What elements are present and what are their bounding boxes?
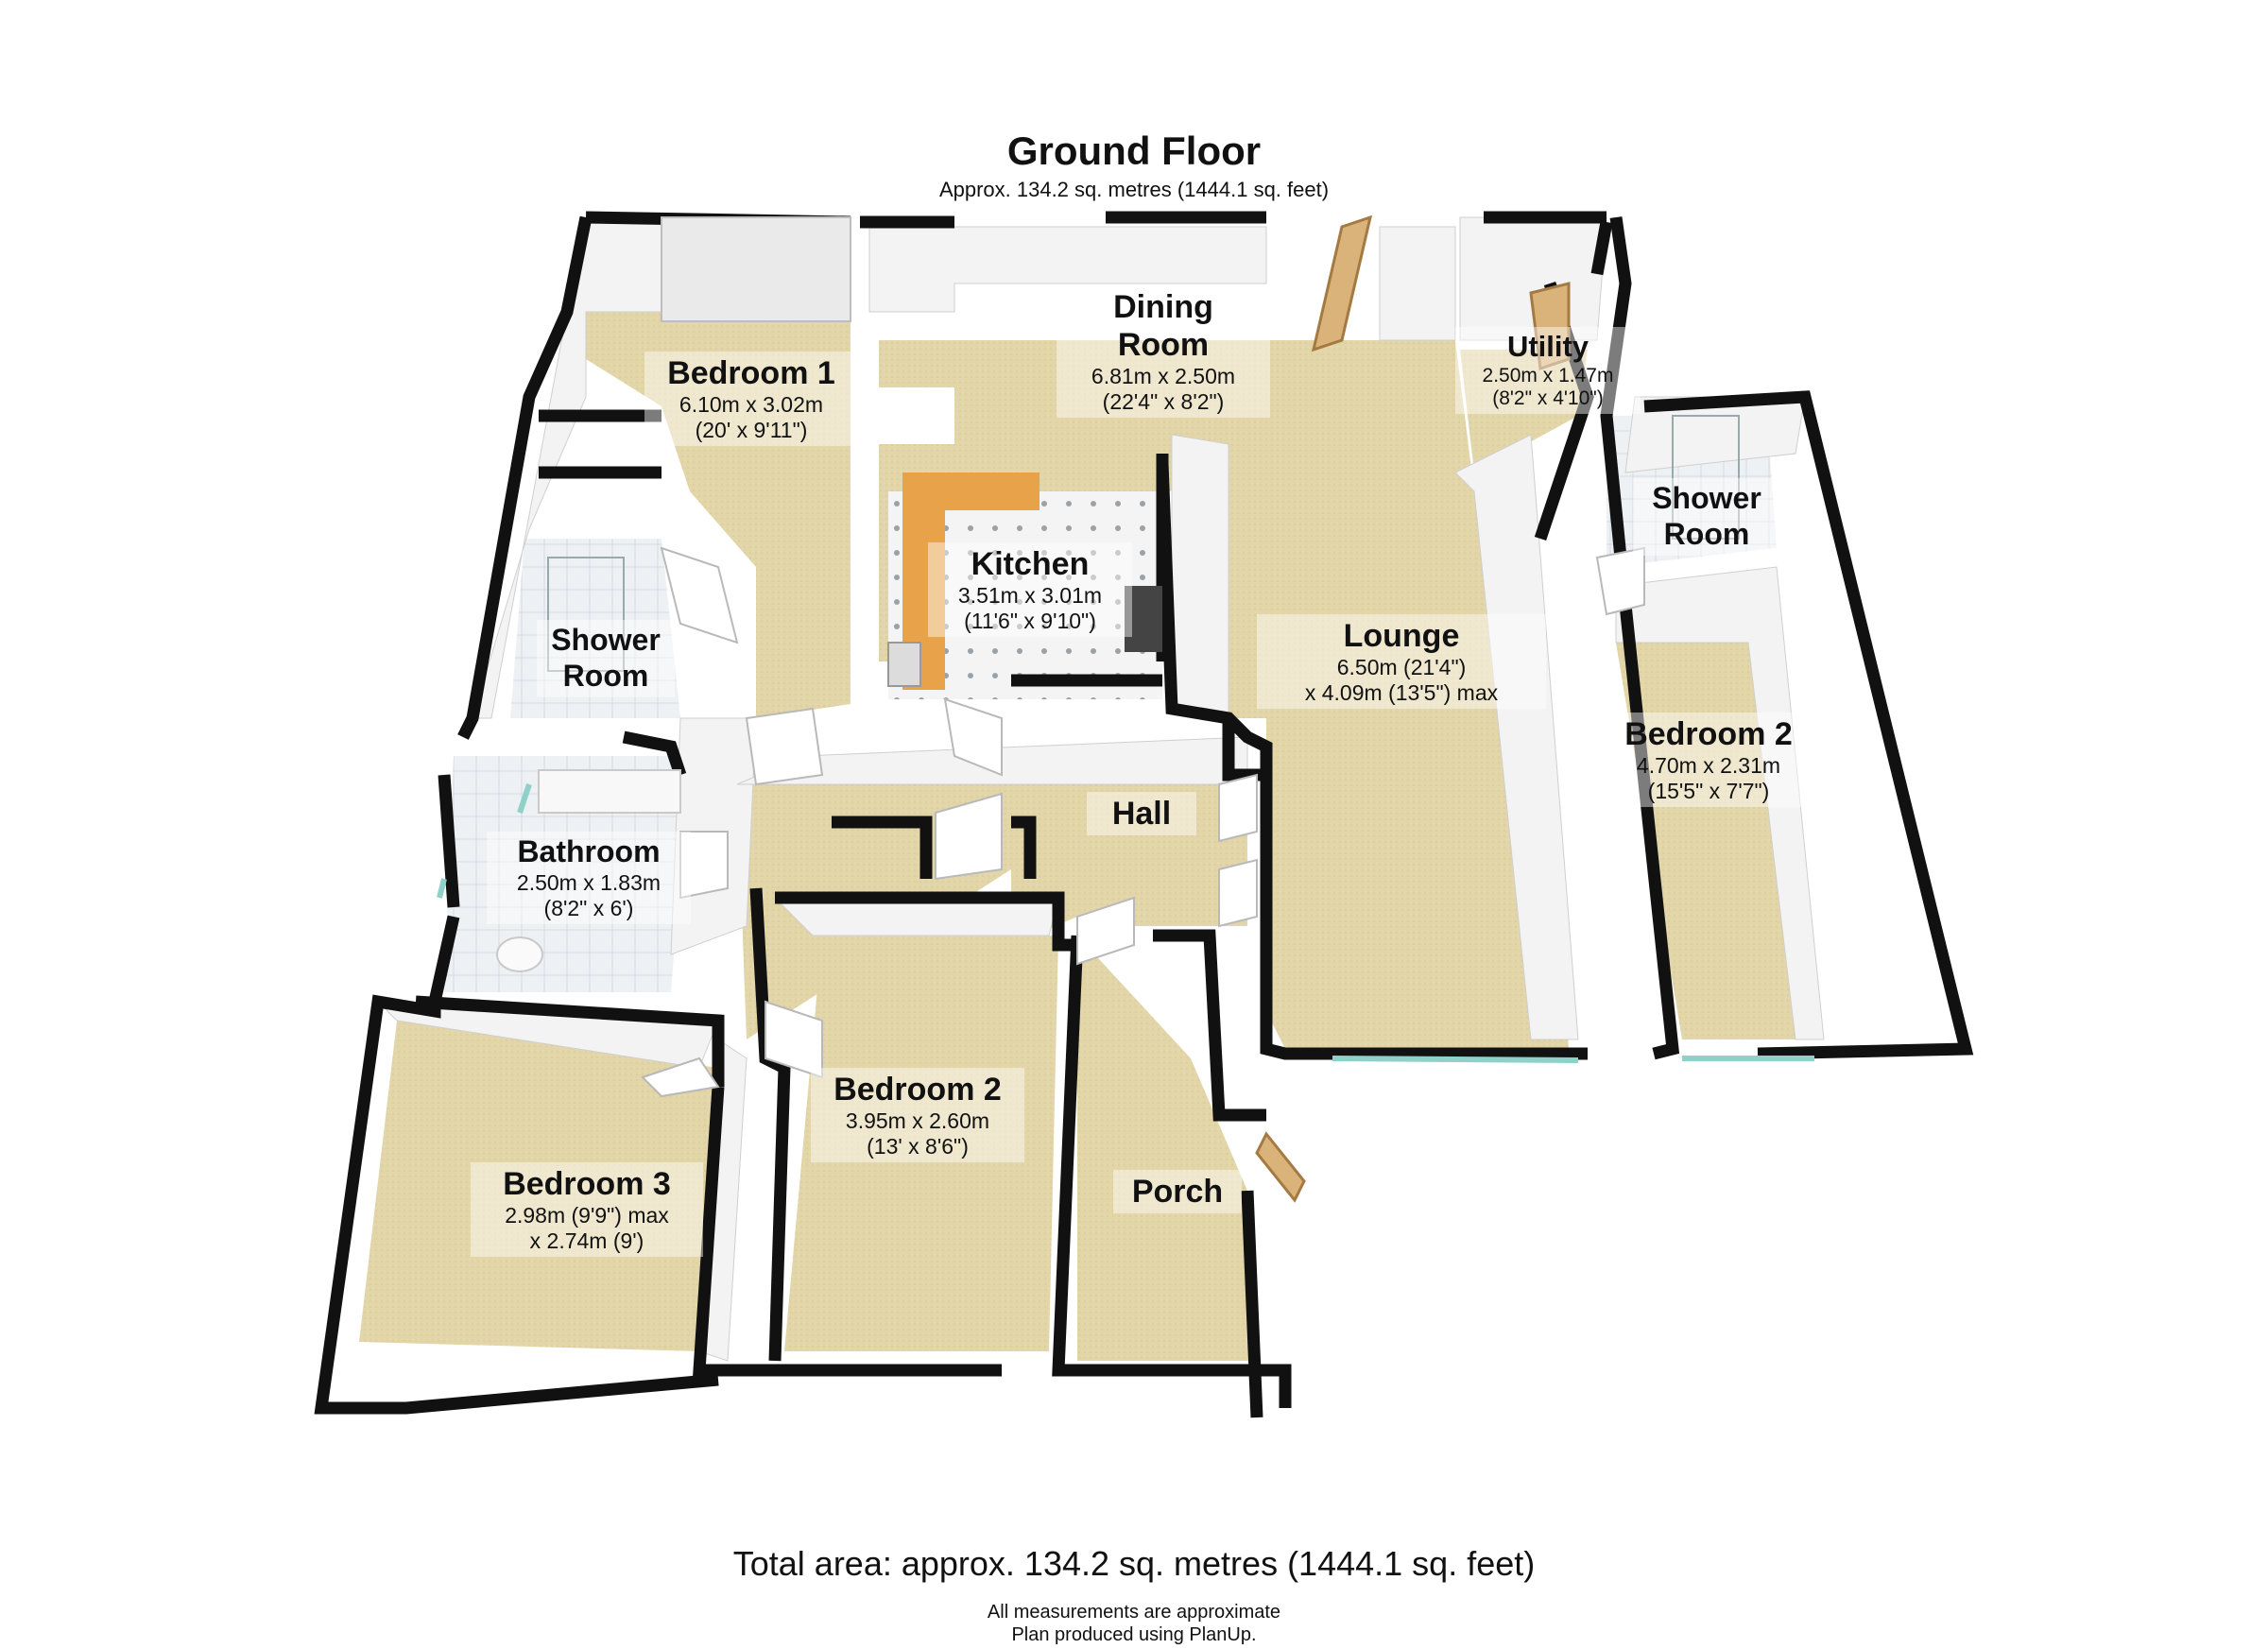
footer-note-produced: Plan produced using PlanUp.: [1011, 1624, 1257, 1645]
room-dim-imperial: (8'2" x 4'10"): [1492, 387, 1604, 410]
shower-enclosure: [547, 557, 625, 672]
bathroom-sink: [496, 936, 543, 972]
kitchen-sink: [887, 642, 921, 687]
room-dim-imperial: (8'2" x 6'): [543, 895, 634, 920]
room-label-bedroom1: Bedroom 1 6.10m x 3.02m (20' x 9'11"): [644, 352, 858, 447]
internal-doors: [641, 546, 1645, 1098]
room-name-line1: Dining: [1113, 289, 1213, 325]
shower-enclosure-right: [1672, 415, 1740, 540]
room-dim-imperial: (20' x 9'11"): [695, 418, 808, 443]
kitchen-floor: [888, 491, 1162, 699]
room-dim-imperial: (15'5" x 7'7"): [1647, 779, 1770, 804]
room-dim-metric: 2.50m x 1.47m: [1482, 364, 1614, 386]
bedroom1-floor: [586, 312, 850, 718]
room-dim-metric: 2.98m (9'9") max: [505, 1203, 669, 1228]
plan-title: Ground Floor: [1006, 129, 1262, 173]
kitchen-appliance: [1125, 586, 1162, 652]
room-name: Bedroom 2: [833, 1072, 1002, 1108]
utility-door: [1529, 282, 1571, 371]
room-dim-metric: 6.50m (21'4"): [1336, 655, 1467, 680]
room-name-line1: Shower: [551, 623, 661, 657]
room-dim-imperial: (13' x 8'6"): [867, 1134, 969, 1159]
room-name: Porch: [1131, 1174, 1224, 1210]
room-name: Lounge: [1343, 618, 1460, 654]
room-name-line2: Room: [1117, 327, 1210, 364]
room-name-line2: Room: [1663, 516, 1750, 551]
bathroom-floor: [444, 756, 690, 992]
footer-note-measurements: All measurements are approximate: [987, 1602, 1281, 1623]
room-label-porch: Porch: [1113, 1170, 1242, 1214]
porch-floor: [1077, 936, 1257, 1361]
room-label-bathroom: Bathroom 2.50m x 1.83m (8'2" x 6'): [487, 832, 691, 924]
bedroom2-center-floor: [784, 936, 1058, 1351]
room-label-bedroom3: Bedroom 3 2.98m (9'9") max x 2.74m (9'): [471, 1162, 703, 1258]
room-dim-metric: 4.70m x 2.31m: [1636, 753, 1781, 779]
room-dim-imperial: (11'6" x 9'10"): [964, 609, 1096, 634]
wall-faces: [376, 216, 1825, 1362]
room-dim-imperial: (22'4" x 8'2"): [1102, 389, 1225, 415]
room-label-shower-right: Shower Room: [1633, 478, 1780, 556]
plan-subtitle: Approx. 134.2 sq. metres (1444.1 sq. fee…: [938, 178, 1330, 201]
dining-door: [1311, 215, 1373, 352]
total-area: Total area: approx. 134.2 sq. metres (14…: [732, 1544, 1536, 1583]
front-door: [1255, 1131, 1306, 1203]
room-dim-metric: 3.51m x 3.01m: [957, 583, 1103, 609]
room-label-dining: Dining Room 6.81m x 2.50m (22'4" x 8'2"): [1057, 285, 1270, 419]
wardrobe-doors: [661, 216, 851, 322]
room-label-bedroom2-center: Bedroom 2 3.95m x 2.60m (13' x 8'6"): [811, 1068, 1024, 1163]
room-name-line1: Shower: [1652, 481, 1761, 515]
room-label-kitchen: Kitchen 3.51m x 3.01m (11'6" x 9'10"): [928, 542, 1132, 638]
room-name: Bathroom: [517, 834, 661, 868]
fixtures: [496, 216, 1740, 972]
room-name: Kitchen: [971, 546, 1090, 582]
room-label-bedroom2-right: Bedroom 2 4.70m x 2.31m (15'5" x 7'7"): [1606, 713, 1811, 808]
utility-floor: [1460, 350, 1588, 472]
lounge-floor: [1181, 340, 1569, 1049]
room-label-lounge: Lounge 6.50m (21'4") x 4.09m (13'5") max: [1257, 614, 1546, 710]
room-dim-imperial: x 2.74m (9'): [529, 1228, 644, 1254]
room-dim-metric: 3.95m x 2.60m: [845, 1108, 990, 1134]
worktop: [902, 472, 1040, 690]
bathtub: [538, 769, 681, 814]
room-dim-imperial: x 4.09m (13'5") max: [1304, 680, 1499, 706]
shower-left-floor: [510, 539, 680, 718]
room-name: Hall: [1111, 796, 1172, 832]
windows: [437, 783, 1814, 1063]
room-name-line2: Room: [562, 658, 649, 693]
room-label-hall: Hall: [1087, 792, 1196, 836]
bedroom3-floor: [359, 1021, 718, 1351]
doors: [1255, 215, 1571, 1203]
room-dim-metric: 6.10m x 3.02m: [679, 392, 824, 418]
room-name: Bedroom 2: [1624, 716, 1793, 752]
room-label-shower-left: Shower Room: [537, 620, 675, 697]
room-dim-metric: 2.50m x 1.83m: [516, 869, 662, 895]
room-dim-metric: 6.81m x 2.50m: [1091, 364, 1236, 389]
room-name: Bedroom 1: [667, 355, 835, 391]
room-name: Utility: [1506, 330, 1589, 363]
room-label-utility: Utility 2.50m x 1.47m (8'2" x 4'10"): [1455, 327, 1641, 415]
room-name: Bedroom 3: [503, 1166, 671, 1202]
